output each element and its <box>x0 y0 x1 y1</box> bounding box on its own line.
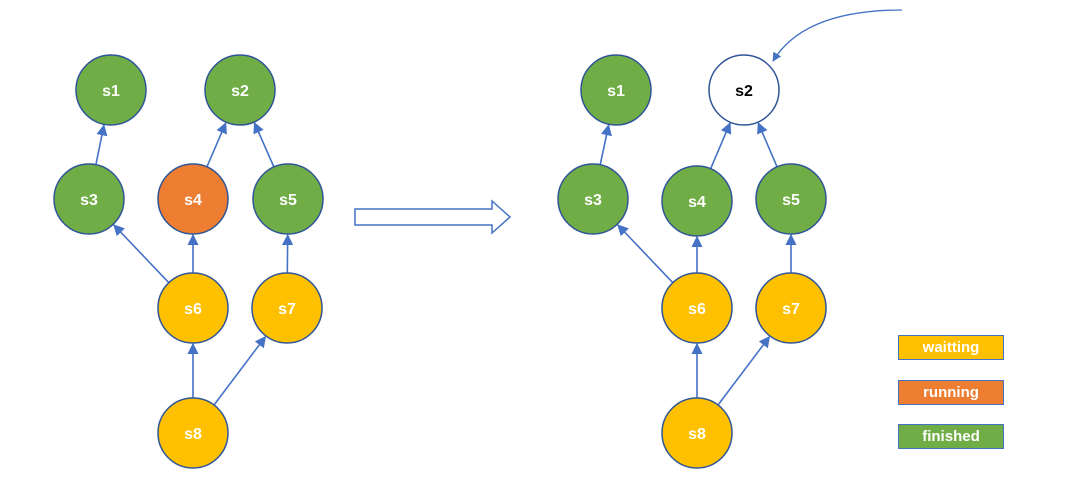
left-node-s4 <box>157 163 229 235</box>
left-edge-s5-s2 <box>253 121 275 168</box>
left-node-s2 <box>204 54 276 126</box>
left-node-s5 <box>252 163 324 235</box>
right-node-s4 <box>661 165 733 237</box>
right-node-s3-label: s3 <box>584 192 602 209</box>
right-graph: s1 s2 s3 s4 s5 s6 s7 s8 <box>557 54 827 469</box>
left-node-s2-label: s2 <box>231 83 249 100</box>
left-node-s6 <box>157 272 229 344</box>
legend-finished: finished <box>898 424 1004 449</box>
legend-waiting: waitting <box>898 335 1004 360</box>
transition-arrow <box>354 199 512 235</box>
left-node-s1 <box>75 54 147 126</box>
right-node-s2-label: s2 <box>735 83 753 100</box>
legend-running-label: running <box>923 384 979 401</box>
incoming-arrow <box>772 9 903 62</box>
left-edge-s6-s3 <box>113 224 170 284</box>
right-edge-s3-s1 <box>599 124 612 165</box>
left-node-s8-label: s8 <box>184 426 202 443</box>
right-node-s8-label: s8 <box>688 426 706 443</box>
right-node-s7 <box>755 272 827 344</box>
left-node-s3 <box>53 163 125 235</box>
right-node-s5 <box>755 163 827 235</box>
left-edge-s4-s2 <box>206 122 227 168</box>
right-node-s8 <box>661 397 733 469</box>
left-node-s5-label: s5 <box>279 192 297 209</box>
left-node-s4-label: s4 <box>184 192 202 209</box>
legend-running: running <box>898 380 1004 405</box>
right-node-s6-label: s6 <box>688 301 706 318</box>
right-edge-s5-s2 <box>757 122 778 168</box>
right-edge-s4-s2 <box>709 122 732 170</box>
left-node-s3-label: s3 <box>80 192 98 209</box>
left-node-s1-label: s1 <box>102 83 120 100</box>
left-edge-s8-s7 <box>213 335 267 406</box>
right-edge-s8-s7 <box>717 335 771 406</box>
legend-finished-label: finished <box>922 428 980 445</box>
right-node-s3 <box>557 163 629 235</box>
left-node-s7 <box>251 272 323 344</box>
left-node-s7-label: s7 <box>278 301 296 318</box>
left-node-s6-label: s6 <box>184 301 202 318</box>
legend-waiting-label: waitting <box>922 339 980 356</box>
right-node-s4-label: s4 <box>688 194 706 211</box>
right-node-s5-label: s5 <box>782 192 800 209</box>
left-edge-s3-s1 <box>95 124 108 165</box>
right-node-s2 <box>708 54 780 126</box>
left-graph: s1 s2 s3 s4 s5 s6 s7 s8 <box>53 54 324 469</box>
right-node-s6 <box>661 272 733 344</box>
left-node-s8 <box>157 397 229 469</box>
right-node-s1-label: s1 <box>607 83 625 100</box>
right-node-s7-label: s7 <box>782 301 800 318</box>
right-edge-s6-s3 <box>617 224 674 284</box>
right-node-s1 <box>580 54 652 126</box>
